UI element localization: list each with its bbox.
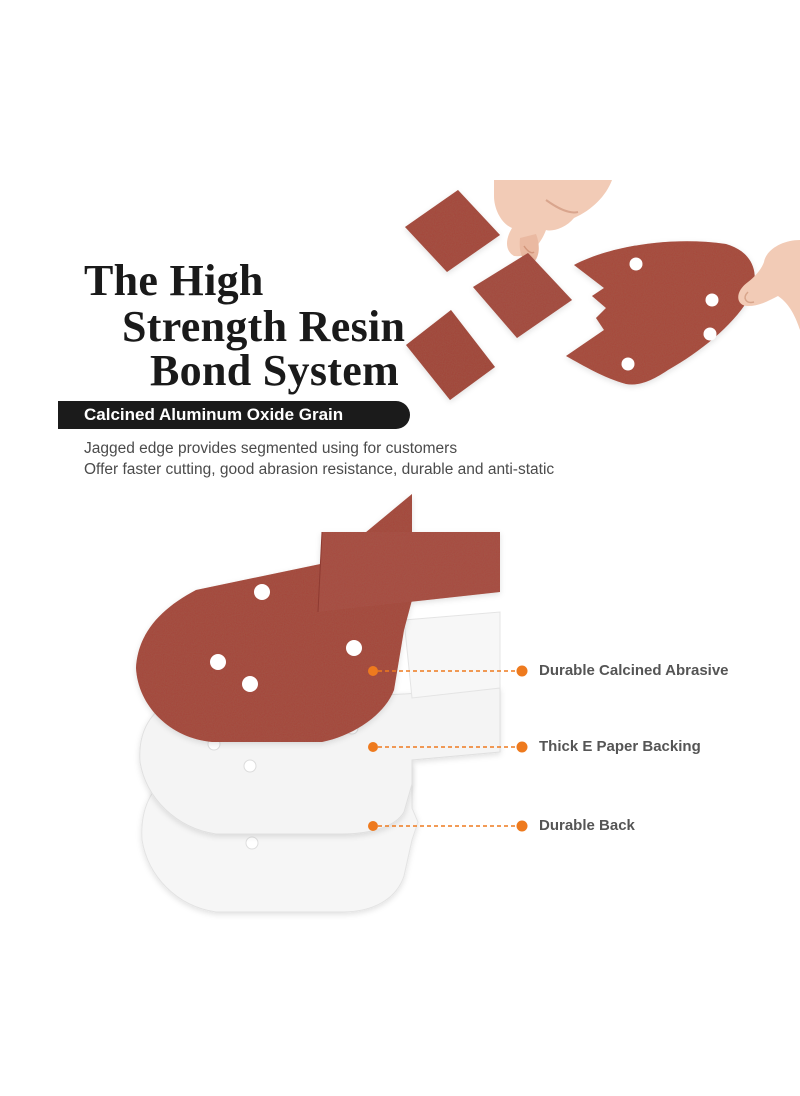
headline-line-3: Bond System [150,346,400,395]
callout-dot-start [368,666,378,676]
square-pad-middle [473,253,572,338]
callout-dot-start [368,821,378,831]
callout-dot-end [516,665,528,677]
layer-paper-square [403,611,501,699]
callout-label-backing: Thick E Paper Backing [539,738,701,755]
callout-label-back: Durable Back [539,817,635,834]
callout-label-abrasive: Durable Calcined Abrasive [539,662,729,679]
feature-banner-text: Calcined Aluminum Oxide Grain [84,405,344,424]
callout-dot-start [368,742,378,752]
callout-line-2 [368,741,528,753]
callout-dot-end [516,741,528,753]
mouse-pad-top [566,241,755,385]
layer-abrasive-top [136,494,500,742]
hand-right-image [738,240,800,330]
description-line-2: Offer faster cutting, good abrasion resi… [84,461,555,478]
headline-line-1: The High [84,256,264,305]
square-pad-bottom [406,310,495,400]
top-product-photo [405,180,800,400]
feature-banner: Calcined Aluminum Oxide Grain [58,401,410,429]
hand-top-image [494,180,612,263]
callout-line-1 [368,665,528,677]
description-line-1: Jagged edge provides segmented using for… [84,440,458,457]
callout-dot-end [516,820,528,832]
headline-line-2: Strength Resin [122,302,406,351]
square-pad-top [405,190,500,272]
layer-exploded-view [136,494,501,913]
callout-line-3 [368,820,528,832]
